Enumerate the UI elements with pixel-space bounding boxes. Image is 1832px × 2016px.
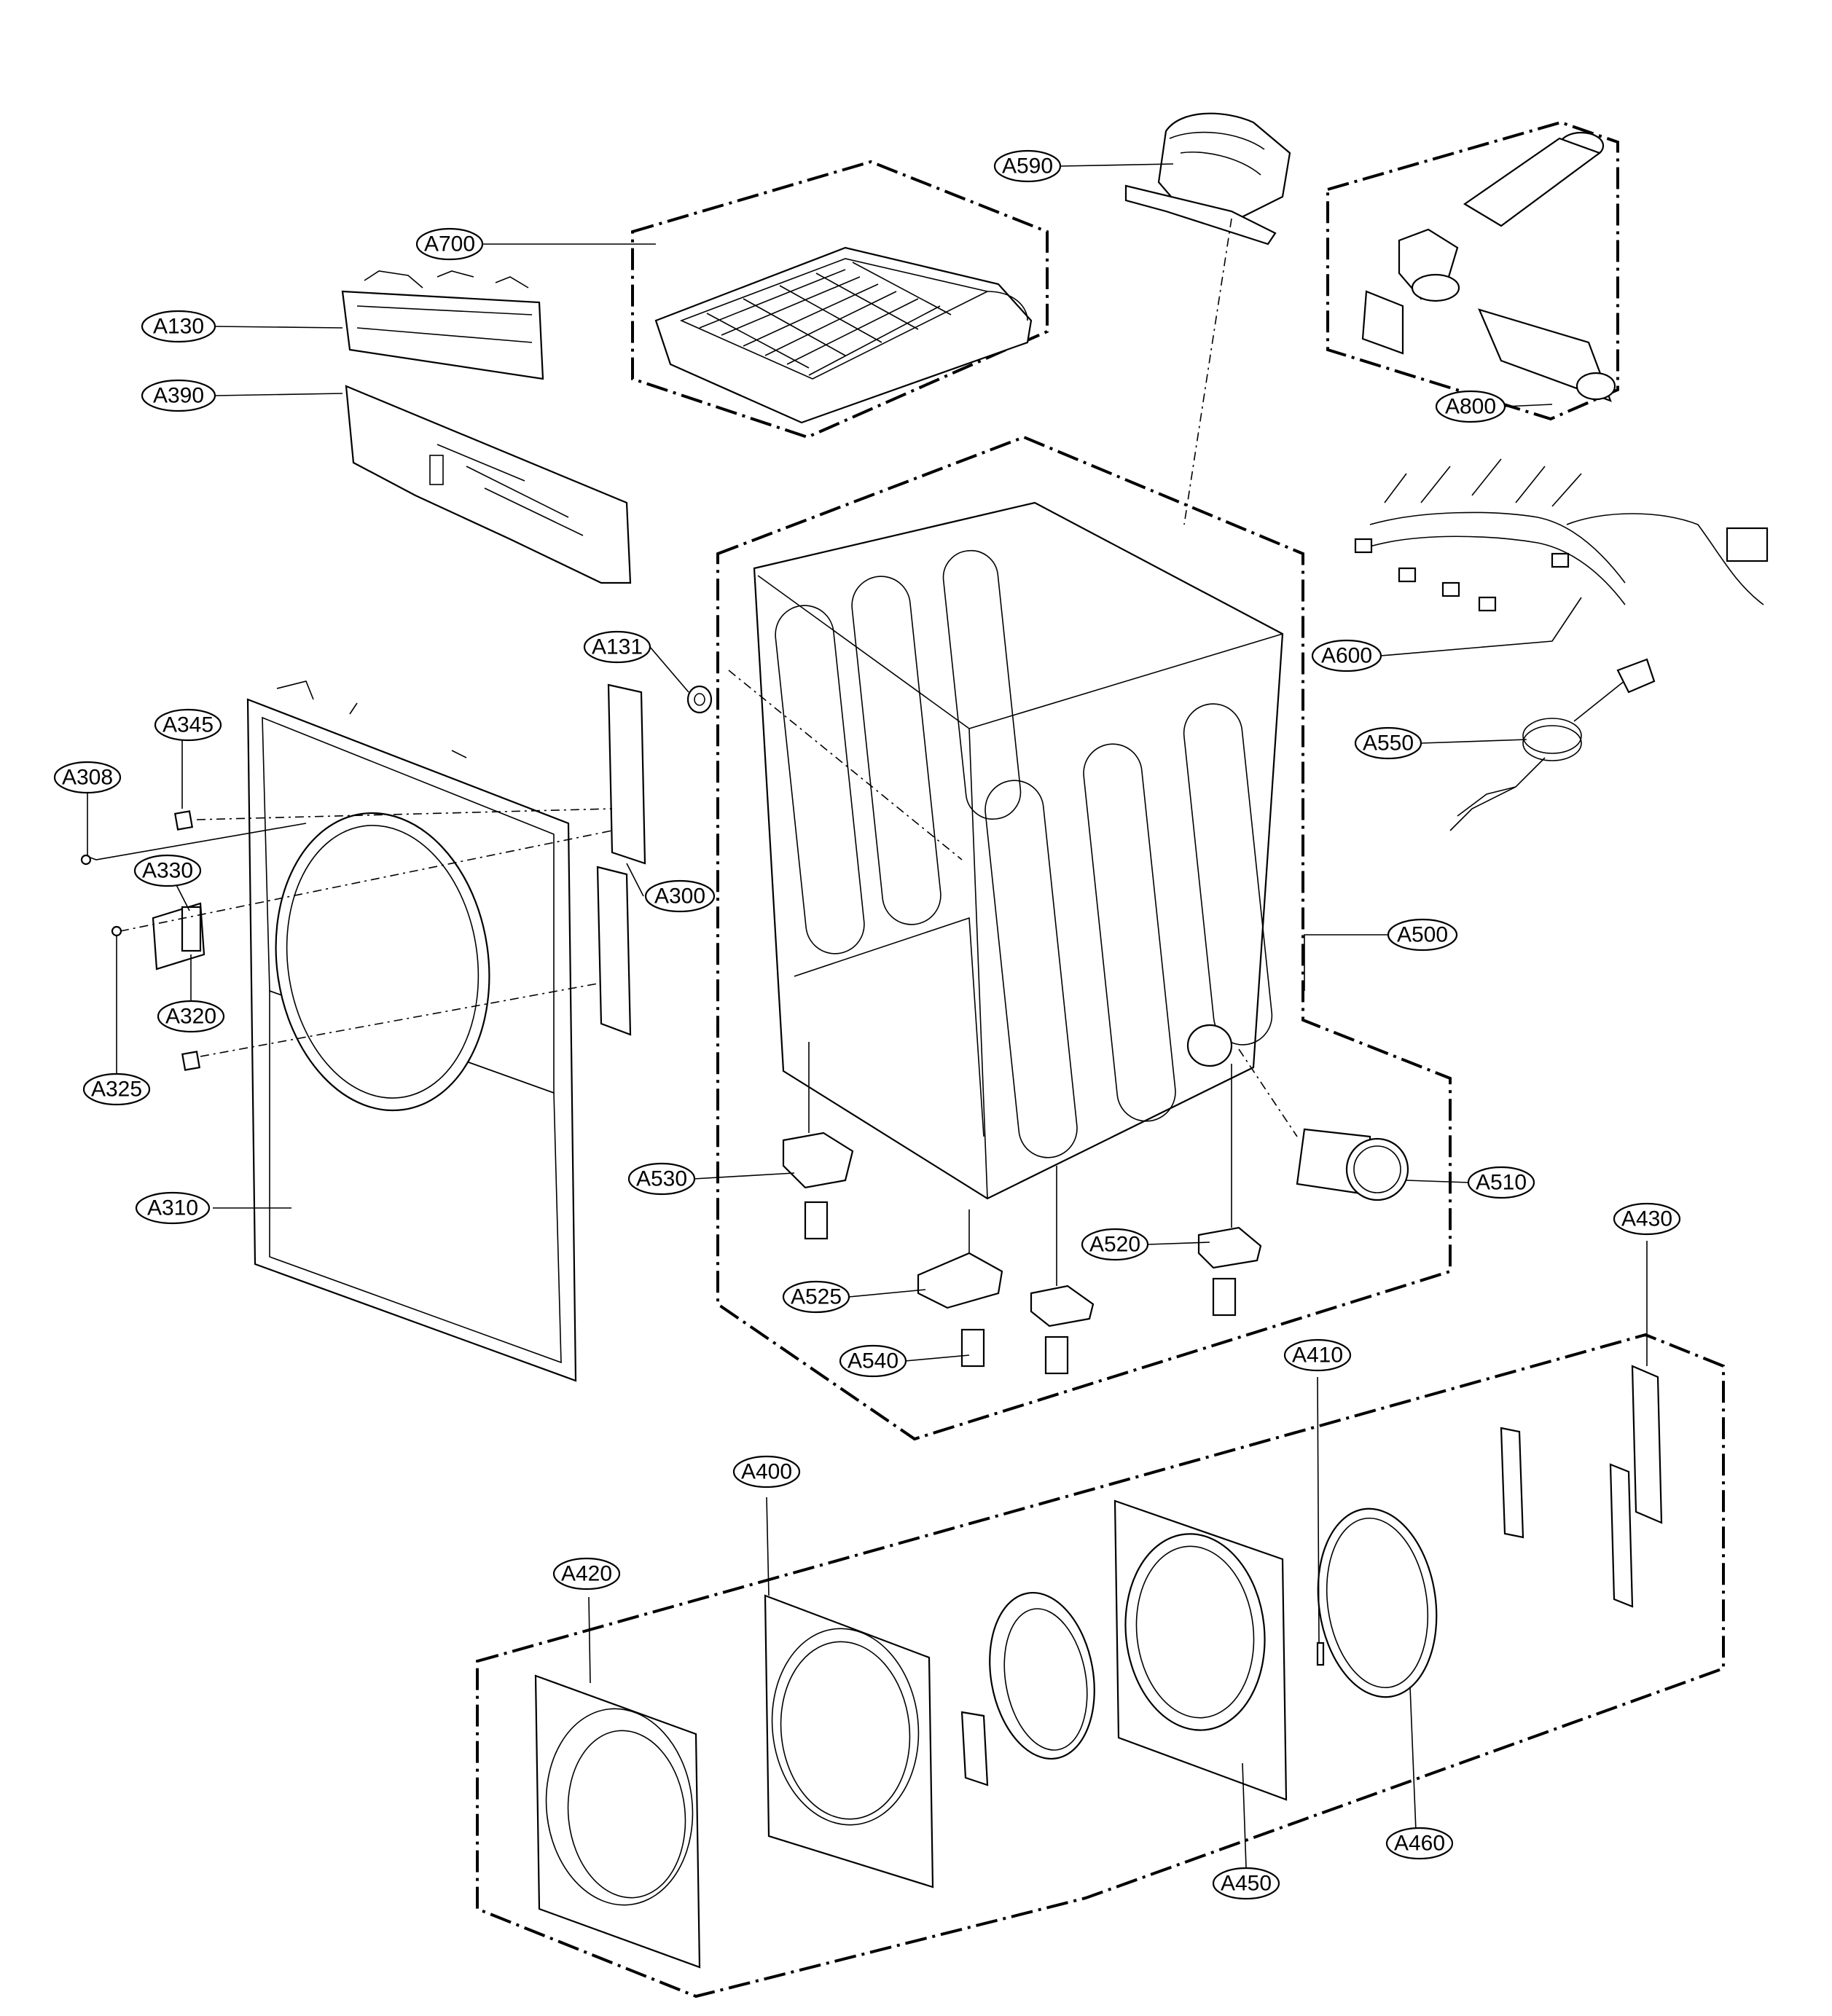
part-a600 <box>1354 458 1769 612</box>
svg-text:A130: A130 <box>153 315 204 339</box>
callout-a320: A320 <box>157 1000 225 1033</box>
callout-a420: A420 <box>552 1557 621 1591</box>
callout-a530: A530 <box>627 1162 696 1196</box>
part-a590 <box>1124 112 1291 525</box>
svg-text:A330: A330 <box>142 859 193 883</box>
svg-text:A525: A525 <box>791 1285 842 1309</box>
callout-a525: A525 <box>782 1280 850 1314</box>
svg-text:A400: A400 <box>741 1460 792 1484</box>
callout-a600: A600 <box>1311 639 1382 672</box>
callout-a130: A130 <box>141 310 216 343</box>
svg-text:A450: A450 <box>1221 1872 1272 1896</box>
svg-text:A600: A600 <box>1321 644 1372 668</box>
callout-a800: A800 <box>1435 390 1506 423</box>
svg-text:A310: A310 <box>147 1196 198 1220</box>
svg-text:A530: A530 <box>636 1167 687 1191</box>
callout-a330: A330 <box>133 854 202 887</box>
callout-a500: A500 <box>1387 918 1458 952</box>
part-a131 <box>686 685 713 714</box>
svg-text:A540: A540 <box>848 1349 899 1373</box>
svg-text:A800: A800 <box>1445 395 1496 419</box>
svg-text:A390: A390 <box>153 384 204 408</box>
part-a510 <box>1238 1048 1409 1201</box>
leader-lines <box>87 163 1648 1868</box>
svg-text:A590: A590 <box>1002 154 1053 179</box>
callout-a510: A510 <box>1467 1166 1535 1199</box>
part-a310 <box>246 681 577 1382</box>
svg-text:A550: A550 <box>1363 732 1414 756</box>
group-a700-boundary <box>631 160 1049 439</box>
svg-text:A430: A430 <box>1621 1207 1672 1231</box>
part-a550 <box>1449 658 1656 831</box>
callout-a550: A550 <box>1354 726 1422 760</box>
part-a390 <box>345 385 632 584</box>
part-a500 <box>728 501 1284 1200</box>
part-a700 <box>654 246 1033 424</box>
svg-text:A460: A460 <box>1394 1832 1445 1856</box>
svg-text:A325: A325 <box>91 1078 142 1102</box>
callout-a131: A131 <box>583 630 651 664</box>
callout-a590: A590 <box>993 149 1062 183</box>
svg-text:A700: A700 <box>424 232 475 256</box>
svg-text:A420: A420 <box>561 1562 612 1586</box>
svg-text:A500: A500 <box>1397 923 1448 947</box>
callout-a300: A300 <box>644 879 716 913</box>
callout-a700: A700 <box>415 227 484 261</box>
part-feet-brackets <box>782 1042 1262 1375</box>
svg-text:A345: A345 <box>163 713 214 737</box>
callout-labels: A590 A700 A130 A390 A800 A600 A131 A345 <box>53 149 1681 1900</box>
callout-a325: A325 <box>82 1072 151 1106</box>
callout-a308: A308 <box>53 761 122 794</box>
part-door-group <box>534 1365 1663 1969</box>
group-a800-boundary <box>1326 120 1619 421</box>
svg-text:A308: A308 <box>62 766 113 790</box>
svg-text:A510: A510 <box>1476 1171 1527 1195</box>
callout-a520: A520 <box>1081 1228 1149 1261</box>
callout-a390: A390 <box>141 379 216 412</box>
part-a300 <box>596 683 646 1036</box>
callout-a430: A430 <box>1613 1202 1681 1236</box>
svg-text:A300: A300 <box>654 885 705 909</box>
callout-a410: A410 <box>1283 1338 1352 1372</box>
callout-a450: A450 <box>1212 1867 1280 1900</box>
callout-a345: A345 <box>154 708 222 742</box>
svg-text:A520: A520 <box>1089 1233 1140 1257</box>
svg-text:A320: A320 <box>165 1005 216 1029</box>
group-boundaries <box>476 120 1725 1999</box>
group-a400-boundary <box>476 1333 1725 1999</box>
group-a500-boundary <box>716 435 1452 1441</box>
callout-a310: A310 <box>135 1191 211 1225</box>
svg-text:A410: A410 <box>1292 1344 1343 1368</box>
part-small-hardware-left <box>80 808 613 1071</box>
svg-text:A131: A131 <box>592 635 643 659</box>
part-a800 <box>1361 131 1616 402</box>
callout-a460: A460 <box>1385 1827 1454 1860</box>
callout-a540: A540 <box>839 1344 907 1378</box>
callout-a400: A400 <box>732 1455 801 1489</box>
part-a130 <box>341 270 544 380</box>
